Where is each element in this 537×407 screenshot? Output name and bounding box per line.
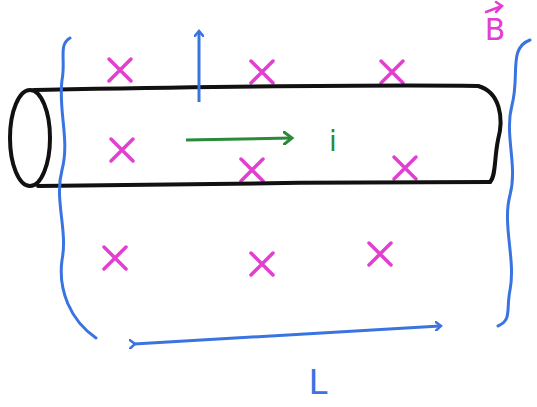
region-bracket [59,38,96,338]
field-cross [251,61,273,83]
field-cross [109,59,131,81]
field-cross [111,139,133,161]
field-cross [369,243,391,265]
field-cross [251,253,273,275]
field-cross [394,157,416,179]
vector-arrow [486,2,502,12]
wire-cylinder [10,85,501,186]
current-label: i [329,128,337,156]
field-cross [381,61,403,83]
length-label: L [309,365,328,399]
field-cross [104,247,126,269]
field-crosses [104,59,416,275]
current-arrow [186,138,292,140]
field-cross [241,159,263,181]
field-label: B [485,15,506,45]
length-arrow [134,326,440,344]
region-bracket [498,40,530,326]
force-arrow [198,32,201,102]
